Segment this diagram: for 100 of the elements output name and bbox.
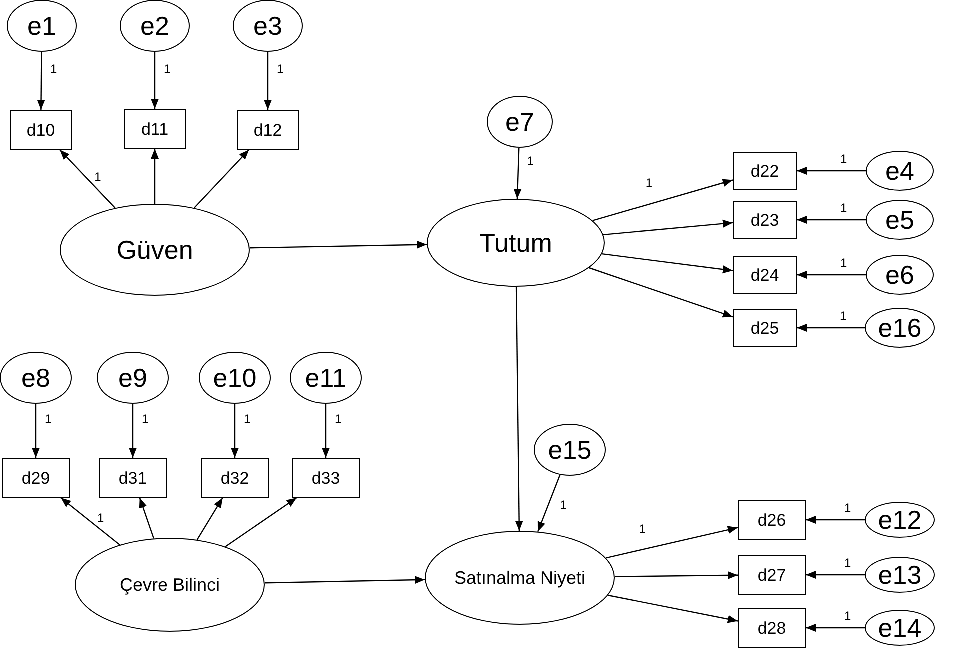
node-label: e1 (28, 13, 56, 39)
arrow (37, 52, 46, 110)
arrow (797, 216, 866, 224)
node-label: d29 (22, 470, 50, 486)
arrow (151, 52, 159, 109)
arrow (797, 324, 865, 332)
arrow (806, 624, 865, 632)
node-label: d27 (758, 566, 786, 584)
node-label: e3 (254, 13, 282, 39)
node-label: d33 (312, 470, 340, 486)
arrow (139, 498, 155, 539)
arrow (606, 526, 738, 559)
node-label: d11 (141, 120, 169, 138)
arrow (264, 576, 426, 584)
edge-label: 1 (844, 557, 852, 569)
edge-label: 1 (840, 153, 848, 165)
node-label: e11 (305, 365, 347, 391)
node-label: d32 (220, 470, 250, 486)
observed-variable-box (292, 458, 360, 498)
node-label: e13 (878, 562, 922, 588)
arrow (151, 149, 159, 204)
error-term-ellipse (0, 352, 72, 404)
observed-variable-box (201, 458, 269, 498)
node-label: e8 (22, 365, 50, 391)
node-label: d12 (254, 122, 282, 138)
observed-variable-box (733, 201, 797, 239)
node-label: d31 (118, 470, 148, 486)
arrow (231, 404, 239, 458)
node-label: d28 (758, 620, 786, 636)
edge-label: 1 (49, 62, 58, 75)
node-label: d22 (750, 162, 780, 180)
arrow (32, 404, 40, 458)
arrow (225, 498, 298, 548)
arrow (592, 179, 734, 222)
node-label: d10 (26, 122, 56, 138)
observed-variable-box (733, 309, 797, 347)
arrow (196, 498, 224, 540)
node-label: e12 (878, 507, 922, 533)
node-label: d24 (750, 266, 780, 284)
arrow (60, 150, 116, 209)
arrow (60, 498, 120, 546)
observed-variable-box (124, 109, 186, 149)
edge-label: 1 (840, 257, 848, 269)
arrow (322, 404, 330, 458)
observed-variable-box (733, 152, 797, 190)
edge-label: 1 (141, 413, 150, 425)
arrow (129, 404, 137, 458)
node-label: Satınalma Niyeti (454, 569, 586, 587)
observed-variable-box (10, 110, 72, 150)
node-label: e6 (886, 262, 914, 288)
edge-label: 1 (334, 413, 343, 425)
node-label: d25 (750, 320, 780, 336)
observed-variable-box (738, 500, 806, 540)
node-label: Güven (116, 237, 194, 263)
arrow (806, 516, 865, 524)
arrow (608, 594, 738, 624)
edge-label: 1 (638, 523, 647, 535)
arrow (614, 572, 738, 580)
observed-variable-box (738, 608, 806, 648)
node-label: Tutum (480, 230, 552, 256)
edge-label: 1 (94, 171, 102, 184)
node-label: e9 (118, 365, 148, 391)
node-label: e2 (140, 13, 170, 39)
edge-label: 1 (840, 202, 848, 214)
arrow (194, 150, 250, 209)
observed-variable-box (2, 458, 70, 498)
arrow (603, 220, 734, 236)
edge-label: 1 (526, 155, 535, 168)
arrow (515, 287, 524, 531)
node-label: e16 (878, 315, 922, 341)
observed-variable-box (237, 110, 299, 150)
edge-label: 1 (163, 62, 172, 74)
edge-label: 1 (839, 310, 848, 322)
arrow (514, 148, 522, 200)
node-label: e10 (213, 365, 257, 391)
edge-label: 1 (844, 610, 852, 622)
arrow (806, 571, 865, 579)
arrow (797, 271, 866, 279)
arrow (602, 253, 734, 274)
arrow (537, 474, 561, 532)
node-label: d23 (750, 212, 780, 228)
arrow (797, 167, 866, 175)
edge-label: 1 (44, 413, 53, 425)
edge-label: 1 (276, 63, 285, 75)
observed-variable-box (733, 256, 797, 294)
edge-label: 1 (243, 413, 252, 425)
node-label: e4 (886, 158, 914, 184)
arrow (264, 52, 272, 110)
node-label: e5 (886, 207, 914, 233)
node-label: e14 (878, 615, 922, 641)
arrow (589, 267, 734, 318)
arrow (250, 240, 428, 249)
edge-label: 1 (96, 512, 106, 524)
node-label: e7 (506, 109, 534, 135)
observed-variable-box (99, 458, 167, 498)
node-label: e15 (548, 437, 592, 463)
node-label: Çevre Bilinci (120, 576, 220, 594)
node-label: d26 (758, 512, 786, 528)
edge-label: 1 (844, 502, 852, 514)
edge-label: 1 (559, 499, 568, 512)
